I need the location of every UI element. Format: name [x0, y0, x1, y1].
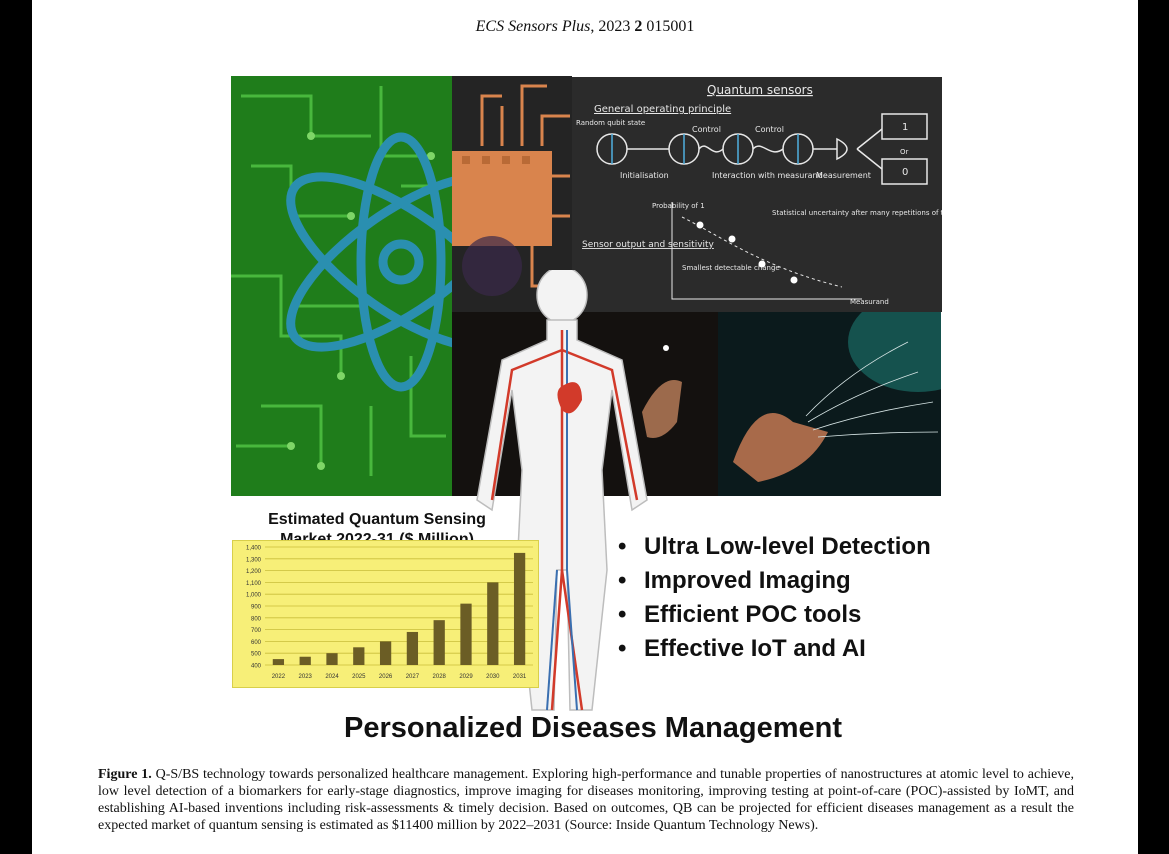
figure-caption: Figure 1. Q-S/BS technology towards pers…: [98, 766, 1074, 834]
chart-bar: [433, 620, 445, 665]
journal-volume: 2: [634, 18, 643, 35]
control-label-1: Control: [692, 125, 721, 134]
probability-label: Probability of 1: [652, 202, 705, 210]
diagram-title: Quantum sensors: [707, 83, 813, 97]
caption-label: Figure 1.: [98, 767, 152, 782]
benefit-text: Ultra Low-level Detection: [644, 533, 931, 560]
y-tick-label: 900: [251, 605, 262, 611]
x-tick-label: 2027: [406, 674, 420, 680]
measurand-label: Measurand: [850, 298, 889, 306]
journal-article: 015001: [642, 18, 695, 35]
y-tick-label: 400: [251, 664, 262, 670]
heart-icon: [557, 382, 582, 414]
x-tick-label: 2023: [299, 674, 313, 680]
random-qubit-label: Random qubit state: [576, 119, 645, 127]
journal-year: , 2023: [590, 18, 635, 35]
y-tick-label: 500: [251, 652, 262, 658]
chart-bar: [326, 653, 338, 665]
chart-bar: [460, 603, 472, 665]
result-zero: 0: [902, 167, 908, 178]
y-tick-label: 1,000: [246, 593, 262, 599]
sensor-output-label: Sensor output and sensitivity: [582, 240, 715, 250]
circuit-board-image: [231, 76, 452, 496]
journal-header: ECS Sensors Plus, 2023 2 015001: [32, 18, 1138, 36]
result-one: 1: [902, 122, 908, 133]
x-tick-label: 2025: [352, 674, 366, 680]
benefits-list: •Ultra Low-level Detection •Improved Ima…: [618, 532, 931, 668]
y-tick-label: 600: [251, 640, 262, 646]
uncertainty-label: Statistical uncertainty after many repet…: [772, 209, 942, 217]
chart-bar: [406, 631, 419, 665]
chart-bar: [353, 647, 365, 665]
x-tick-label: 2022: [272, 674, 286, 680]
y-tick-label: 1,400: [246, 546, 262, 552]
atom-icon: [286, 132, 452, 392]
x-tick-label: 2030: [486, 674, 500, 680]
benefit-item: •Effective IoT and AI: [618, 635, 866, 662]
x-tick-label: 2026: [379, 674, 393, 680]
hand-image-digital: [718, 312, 941, 496]
y-tick-label: 800: [251, 616, 262, 622]
y-tick-label: 1,100: [246, 581, 262, 587]
x-tick-label: 2028: [433, 674, 447, 680]
paper-page: ECS Sensors Plus, 2023 2 015001: [32, 0, 1138, 854]
chart-bar: [299, 656, 311, 665]
result-or: Or: [900, 148, 909, 156]
y-tick-label: 700: [251, 628, 262, 634]
chart-svg: 1,400 1,300 1,200 1,100 1,000 900 800 700 600 500…: [246, 546, 533, 680]
y-tick-label: 1,200: [246, 569, 262, 575]
caption-text: Q-S/BS technology towards personalized h…: [98, 767, 1075, 833]
measurement-label: Measurement: [816, 171, 871, 180]
x-tick-label: 2029: [459, 674, 473, 680]
smallest-change-label: Smallest detectable change: [682, 264, 780, 272]
benefit-text: Effective IoT and AI: [644, 635, 866, 662]
chart-bar: [487, 582, 499, 665]
chart-bar: [272, 659, 285, 665]
benefit-item: •Efficient POC tools: [618, 601, 862, 628]
benefit-text: Improved Imaging: [644, 567, 851, 594]
figure-main-title: Personalized Diseases Management: [344, 712, 843, 744]
interaction-label: Interaction with measurand: [712, 171, 823, 180]
benefit-item: •Ultra Low-level Detection: [618, 533, 931, 560]
journal-name: ECS Sensors Plus: [475, 18, 591, 35]
diagram-subtitle: General operating principle: [594, 104, 731, 115]
y-tick-label: 1,300: [246, 557, 262, 563]
chart-bar: [379, 641, 392, 665]
initialisation-label: Initialisation: [620, 171, 669, 180]
x-tick-label: 2031: [513, 674, 527, 680]
control-label-2: Control: [755, 125, 784, 134]
x-tick-label: 2024: [325, 674, 339, 680]
benefit-item: •Improved Imaging: [618, 567, 851, 594]
human-anatomy-illustration: [476, 270, 648, 711]
quantum-sensor-diagram: Quantum sensors General operating princi…: [572, 77, 942, 312]
market-bar-chart: 1,400 1,300 1,200 1,100 1,000 900 800 700 600 500…: [232, 540, 539, 688]
benefit-text: Efficient POC tools: [644, 601, 862, 628]
chart-bar: [513, 552, 526, 665]
